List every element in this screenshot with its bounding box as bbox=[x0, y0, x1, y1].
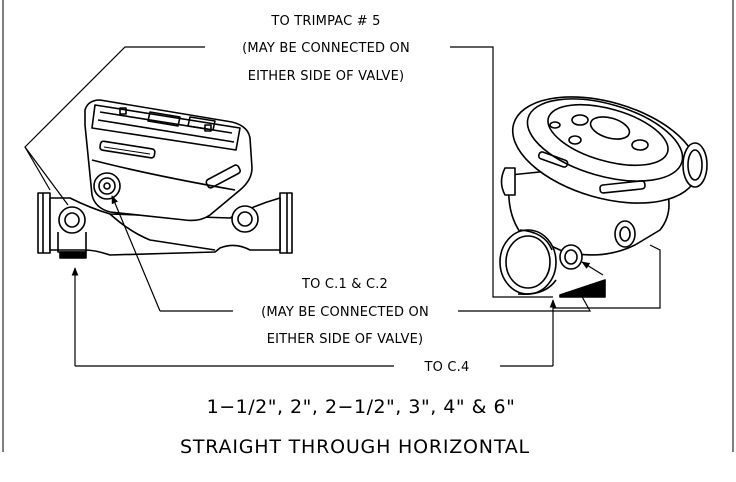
leader-c12-right-diag bbox=[488, 292, 592, 312]
leader-trimpac-left bbox=[24, 46, 205, 206]
leader-lines bbox=[24, 46, 661, 367]
left-valve-drawing bbox=[37, 99, 293, 259]
leader-trimpac-left-branch bbox=[24, 146, 51, 191]
callout-c4: TO C.4 bbox=[424, 360, 470, 375]
callout-trimpac: TO TRIMPAC # 5 (MAY BE CONNECTED ON EITH… bbox=[242, 14, 410, 84]
label-c12-line3: EITHER SIDE OF VALVE) bbox=[267, 332, 424, 347]
label-trimpac-line2: (MAY BE CONNECTED ON bbox=[242, 41, 410, 56]
label-c12-line1: TO C.1 & C.2 bbox=[301, 277, 388, 292]
leader-c12-right-arrow bbox=[581, 261, 604, 276]
diagram-title: STRAIGHT THROUGH HORIZONTAL bbox=[180, 436, 530, 458]
leader-c12-left-diag bbox=[111, 195, 161, 312]
label-trimpac-line1: TO TRIMPAC # 5 bbox=[270, 14, 380, 29]
right-valve-drawing bbox=[499, 96, 708, 298]
label-c4: TO C.4 bbox=[424, 360, 470, 375]
leader-trimpac-right bbox=[450, 46, 553, 298]
label-trimpac-line3: EITHER SIDE OF VALVE) bbox=[248, 69, 405, 84]
valve-sizes-text: 1−1/2", 2", 2−1/2", 3", 4" & 6" bbox=[207, 396, 516, 418]
leader-trimpac-right-branch bbox=[553, 244, 661, 309]
callout-c12: TO C.1 & C.2 (MAY BE CONNECTED ON EITHER… bbox=[261, 277, 429, 347]
label-c12-line2: (MAY BE CONNECTED ON bbox=[261, 305, 429, 320]
